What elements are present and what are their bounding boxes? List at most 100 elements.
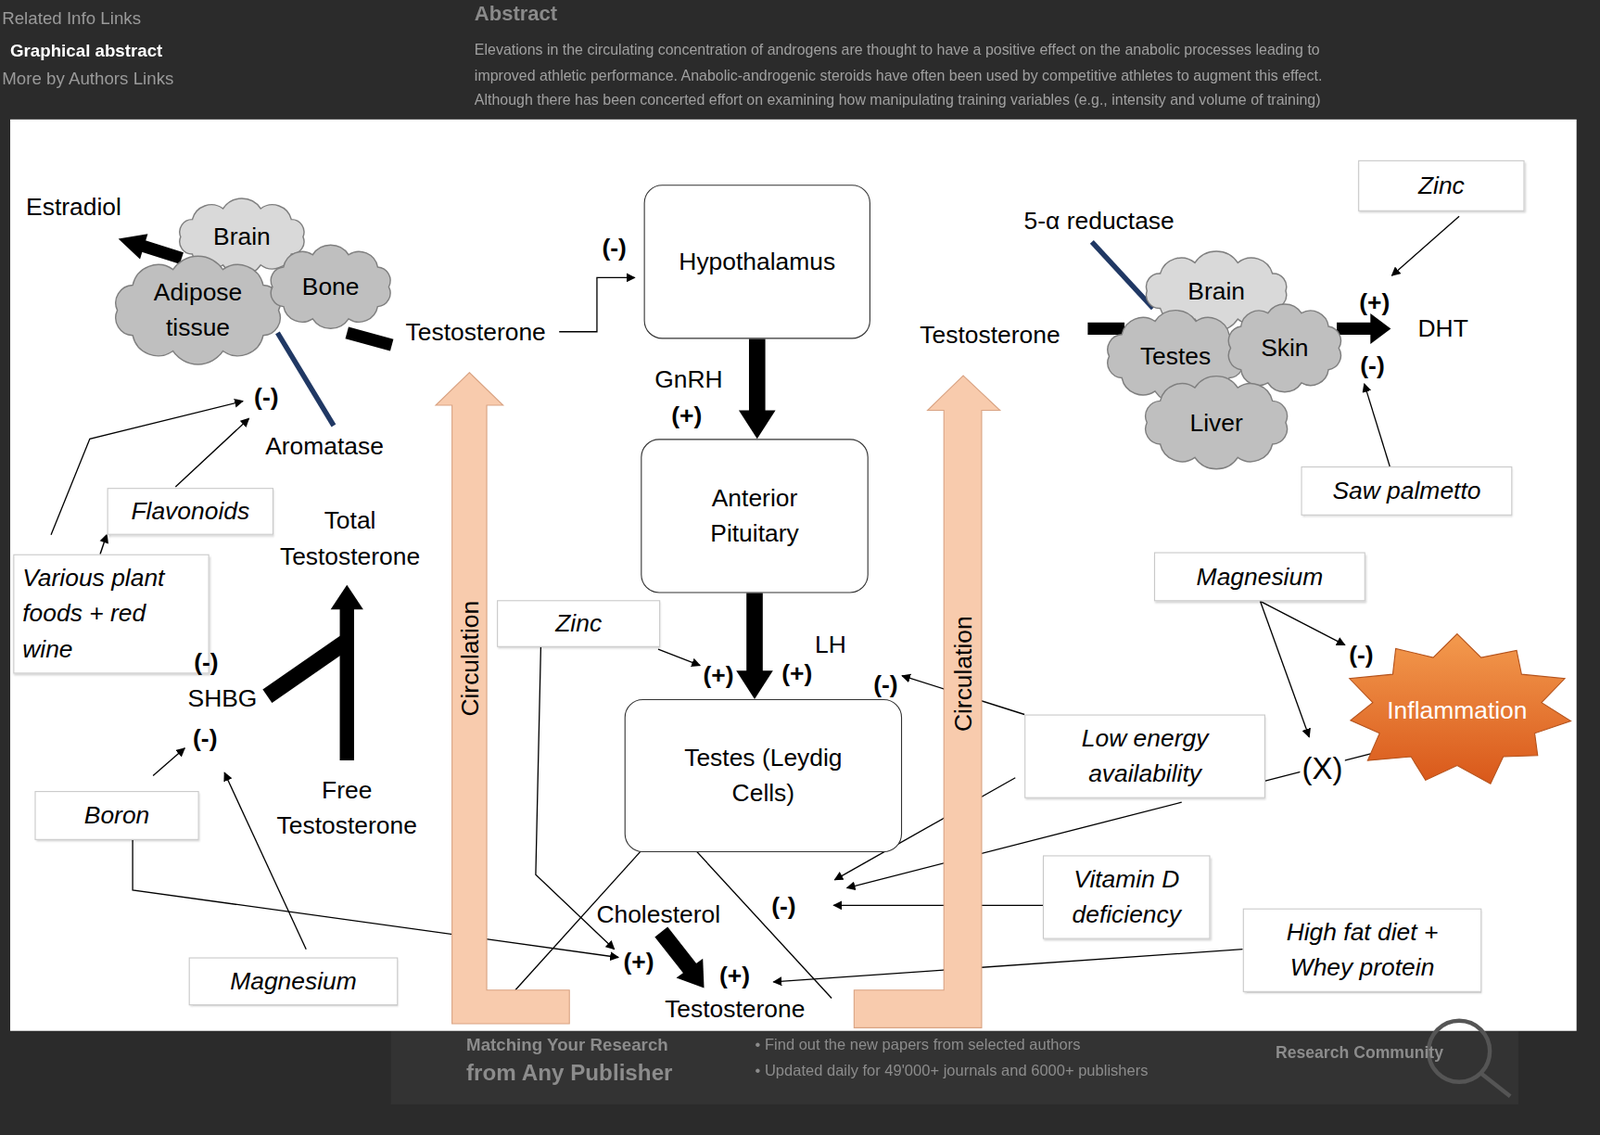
- menu-item: More by Authors Links: [1, 68, 174, 90]
- node-text: Anterior Pituitary: [683, 480, 826, 552]
- nutrient-box: Zinc: [496, 599, 661, 648]
- node-text: Magnesium: [229, 963, 357, 999]
- connector-line: [746, 593, 763, 673]
- effect-sign: (-): [1359, 350, 1385, 381]
- hormone-label: Testosterone: [406, 316, 547, 347]
- nutrient-box: Various plant foods + red wine: [12, 554, 209, 674]
- abstract-line: Although there has been concerted effort…: [474, 90, 1321, 110]
- node-text: Magnesium: [1196, 558, 1324, 595]
- node-text: Hypothalamus: [678, 243, 836, 280]
- node-text: Adipose tissue: [141, 274, 254, 346]
- edge-label: LH: [814, 629, 847, 661]
- node-text: Testes: [1140, 338, 1211, 374]
- node-text: Saw palmetto: [1332, 472, 1481, 508]
- banner-text: • Updated daily for 49'000+ journals and…: [755, 1061, 1149, 1081]
- enzyme-label: 5-α reductase: [1024, 204, 1175, 236]
- arrowheads: [118, 233, 1392, 988]
- effect-sign: (-): [1348, 639, 1373, 671]
- effect-sign: (+): [671, 399, 702, 431]
- factor-box: High fat diet + Whey protein: [1243, 908, 1483, 992]
- banner-text: Matching Your Research: [466, 1033, 669, 1055]
- node-text: Circulation: [950, 615, 978, 732]
- effect-sign: (-): [253, 381, 279, 413]
- effect-sign: (+): [719, 960, 750, 991]
- connector-line: [749, 338, 766, 411]
- arrowhead: [100, 533, 109, 544]
- nutrient-box: Boron: [34, 790, 199, 840]
- organ-cloud: Adipose tissue: [105, 256, 290, 363]
- block-sign: (X): [1299, 749, 1345, 788]
- organ-cloud: Bone: [261, 242, 401, 331]
- process-box: Anterior Pituitary: [640, 438, 868, 593]
- hormone-label: Testosterone: [664, 993, 805, 1025]
- edge-label: GnRH: [654, 364, 723, 395]
- banner-text: Research Community: [1275, 1042, 1444, 1064]
- nutrient-box: Magnesium: [189, 956, 399, 1005]
- section-heading: Abstract: [474, 0, 558, 27]
- node-text: Circulation: [456, 600, 483, 717]
- node-text: Brain: [1187, 273, 1245, 309]
- node-text: Low energy availability: [1033, 720, 1257, 792]
- organ-cloud: Liver: [1135, 375, 1297, 470]
- arrowhead: [736, 670, 774, 699]
- node-text: High fat diet + Whey protein: [1252, 914, 1474, 986]
- effect-sign: (-): [601, 232, 626, 264]
- circulation-band: Circulation: [435, 372, 571, 1026]
- node-text: Inflammation: [1386, 692, 1527, 728]
- effect-sign: (-): [192, 722, 217, 753]
- node-text: Bone: [302, 268, 360, 305]
- node-text: Liver: [1189, 405, 1243, 441]
- connector-line: [100, 541, 105, 555]
- menu-item: Related Info Links: [1, 8, 141, 30]
- enzyme-label: Aromatase: [265, 431, 384, 462]
- hormone-label: Total Testosterone: [263, 503, 437, 575]
- protein-label: SHBG: [188, 682, 258, 713]
- effect-sign: (+): [702, 660, 734, 691]
- effect-sign: (+): [1358, 286, 1390, 318]
- burst-outline: [1349, 634, 1572, 785]
- factor-box: Vitamin D deficiency: [1042, 854, 1211, 939]
- banner-text: from Any Publisher: [466, 1057, 673, 1086]
- node-text: Vitamin D deficiency: [1052, 861, 1202, 933]
- cloud-outline: [115, 255, 280, 365]
- node-text: Skin: [1260, 330, 1308, 366]
- nutrient-box: Magnesium: [1154, 551, 1366, 601]
- nutrient-box: Zinc: [1358, 160, 1524, 212]
- band-arrow: [853, 375, 1000, 1028]
- node-text: Testes (Leydig Cells): [660, 739, 865, 812]
- menu-item: Graphical abstract: [10, 39, 163, 62]
- abstract-line: improved athletic performance. Anabolic-…: [474, 66, 1322, 86]
- shape-outline: [853, 375, 1002, 1029]
- effect-sign: (-): [771, 890, 796, 922]
- process-box: Testes (Leydig Cells): [624, 698, 902, 852]
- node-text: Zinc: [1418, 167, 1465, 204]
- nutrient-box: Saw palmetto: [1300, 466, 1512, 516]
- effect-sign: (+): [623, 945, 655, 977]
- organ-cloud: Skin: [1219, 301, 1350, 395]
- connector: [738, 338, 776, 439]
- banner-text: • Find out the new papers from selected …: [755, 1034, 1081, 1054]
- cloud-outline: [1228, 304, 1341, 393]
- nutrient-box: Flavonoids: [107, 487, 274, 535]
- hormone-label: Estradiol: [25, 191, 122, 223]
- thick-arrows: [142, 245, 1372, 969]
- arrowhead: [738, 409, 776, 439]
- process-box: Hypothalamus: [644, 184, 871, 339]
- node-text: Boron: [84, 797, 151, 833]
- abstract-line: Elevations in the circulating concentrat…: [474, 40, 1321, 60]
- circulation-band: Circulation: [853, 375, 1002, 1029]
- cloud-outline: [270, 244, 391, 329]
- node-text: Flavonoids: [130, 493, 250, 529]
- band-arrow: [435, 372, 570, 1024]
- effect-sign: (-): [873, 669, 898, 700]
- hormone-label: Free Testosterone: [260, 772, 434, 844]
- node-text: Zinc: [555, 605, 602, 641]
- factor-box: Low energy availability: [1024, 714, 1266, 799]
- effect-sign: (-): [193, 647, 218, 678]
- precursor-label: Cholesterol: [596, 899, 721, 930]
- cloud-outline: [1145, 376, 1288, 470]
- effect-sign: (+): [781, 658, 813, 689]
- node-text: Brain: [213, 218, 271, 254]
- connector: [736, 593, 774, 699]
